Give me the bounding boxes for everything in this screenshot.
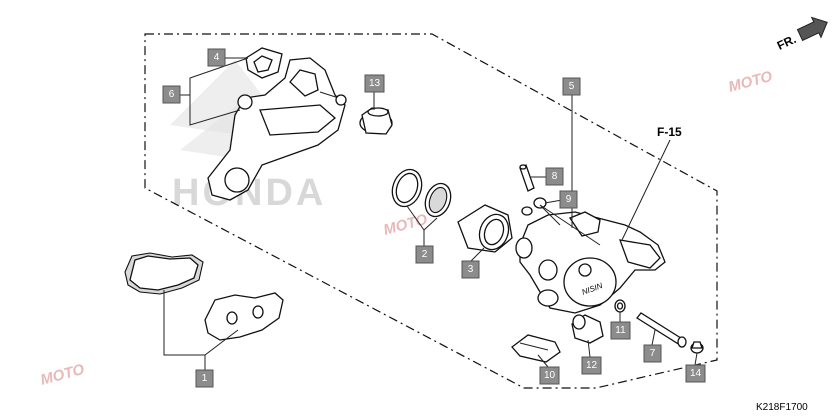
brake-pad-upper <box>124 252 204 295</box>
bleeder-cap <box>521 197 547 216</box>
callout-6-label: 6 <box>169 89 175 100</box>
moto-watermarks: MOTO MOTO MOTO <box>39 68 775 389</box>
callout-13[interactable]: 13 <box>364 74 385 93</box>
pin-plug <box>690 341 704 354</box>
callout-9-label: 9 <box>566 194 572 205</box>
callout-7[interactable]: 7 <box>643 344 662 363</box>
direction-arrow-icon <box>796 16 828 42</box>
watermark-bottom-left: MOTO <box>39 361 87 389</box>
callout-1[interactable]: 1 <box>195 369 214 388</box>
catalog-code: K218F1700 <box>756 402 808 413</box>
pad-retainer-clip <box>245 47 283 79</box>
direction-indicator: FR. <box>775 16 828 53</box>
callout-14-label: 14 <box>690 368 702 379</box>
pin-o-ring <box>614 299 626 313</box>
callout-11[interactable]: 11 <box>610 321 631 340</box>
caliper-pin-bolt <box>636 312 687 348</box>
caliper-body: NISIN <box>515 211 666 314</box>
callout-4[interactable]: 4 <box>207 48 226 67</box>
leader-lines <box>163 57 698 370</box>
watermark-top-right: MOTO <box>727 68 775 96</box>
callout-14[interactable]: 14 <box>685 364 706 383</box>
callout-8[interactable]: 8 <box>545 167 564 186</box>
watermark-middle: MOTO <box>382 211 430 239</box>
callout-6[interactable]: 6 <box>162 85 181 104</box>
caliper-assembly-boundary <box>144 33 718 389</box>
callout-2-label: 2 <box>422 249 428 260</box>
callout-12[interactable]: 12 <box>581 356 602 375</box>
callout-3-label: 3 <box>468 264 474 275</box>
callout-7-label: 7 <box>650 348 656 359</box>
callout-4-label: 4 <box>214 52 220 63</box>
bracket-pin-boot <box>359 107 393 135</box>
callout-5[interactable]: 5 <box>562 77 581 96</box>
callout-10-label: 10 <box>544 370 556 381</box>
callout-3[interactable]: 3 <box>461 260 480 279</box>
pad-spring <box>511 334 561 363</box>
callout-1-label: 1 <box>202 373 208 384</box>
callout-13-label: 13 <box>369 78 381 89</box>
callout-11-label: 11 <box>615 325 626 336</box>
caliper-bracket <box>207 57 347 201</box>
callout-12-label: 12 <box>586 360 598 371</box>
callout-9[interactable]: 9 <box>559 190 578 209</box>
bleeder-screw <box>519 164 535 192</box>
direction-label: FR. <box>775 32 798 53</box>
caliper-piston <box>457 204 513 253</box>
callout-10[interactable]: 10 <box>539 366 560 385</box>
callout-8-label: 8 <box>552 171 558 182</box>
reference-label[interactable]: F-15 <box>657 125 682 139</box>
callout-2[interactable]: 2 <box>415 245 434 264</box>
brake-pad-lower <box>204 292 284 341</box>
caliper-pin-boot <box>571 314 604 344</box>
piston-seals <box>391 168 452 218</box>
callout-5-label: 5 <box>569 81 575 92</box>
